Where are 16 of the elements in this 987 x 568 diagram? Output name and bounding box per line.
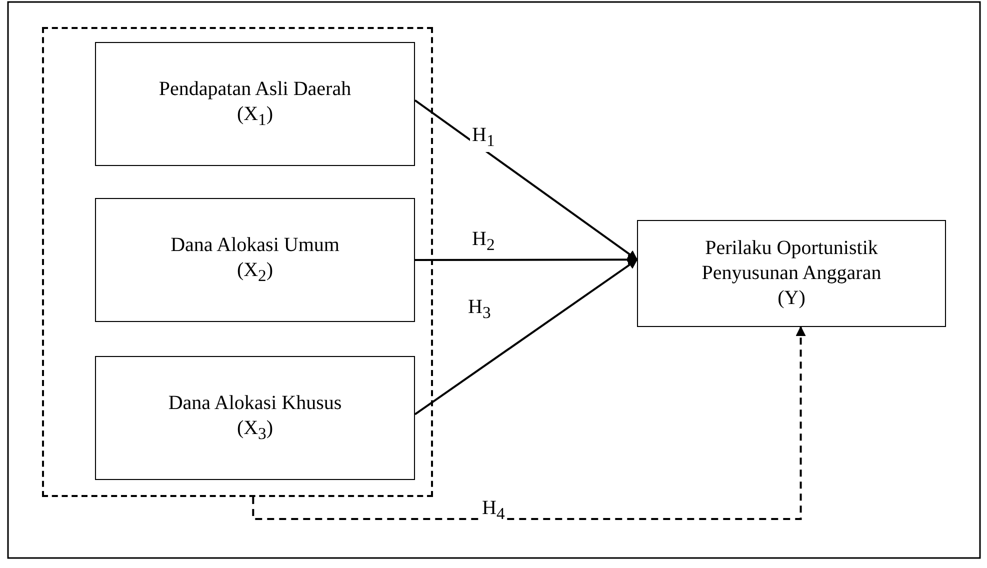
arrow: [414, 258, 638, 416]
box-text: Dana Alokasi Umum: [170, 232, 340, 258]
box-text: (Y): [778, 286, 806, 311]
box-text: (X$_{3}$): [236, 416, 274, 444]
variable-box: [95, 198, 415, 322]
box-text: Dana Alokasi Khusus: [168, 390, 342, 416]
variable-box: [637, 220, 946, 327]
group-box: [42, 27, 433, 497]
arrow: [252, 326, 806, 520]
box-text: Pendapatan Asli Daerah: [158, 76, 352, 102]
variable-box: [95, 356, 415, 480]
box-text: (X$_{2}$): [236, 258, 274, 286]
arrow: [414, 99, 638, 260]
box-text: Perilaku Oportunistik Penyusunan Anggaran: [700, 236, 882, 286]
box-text: (X$_{1}$): [236, 102, 274, 130]
variable-box: [95, 42, 415, 166]
